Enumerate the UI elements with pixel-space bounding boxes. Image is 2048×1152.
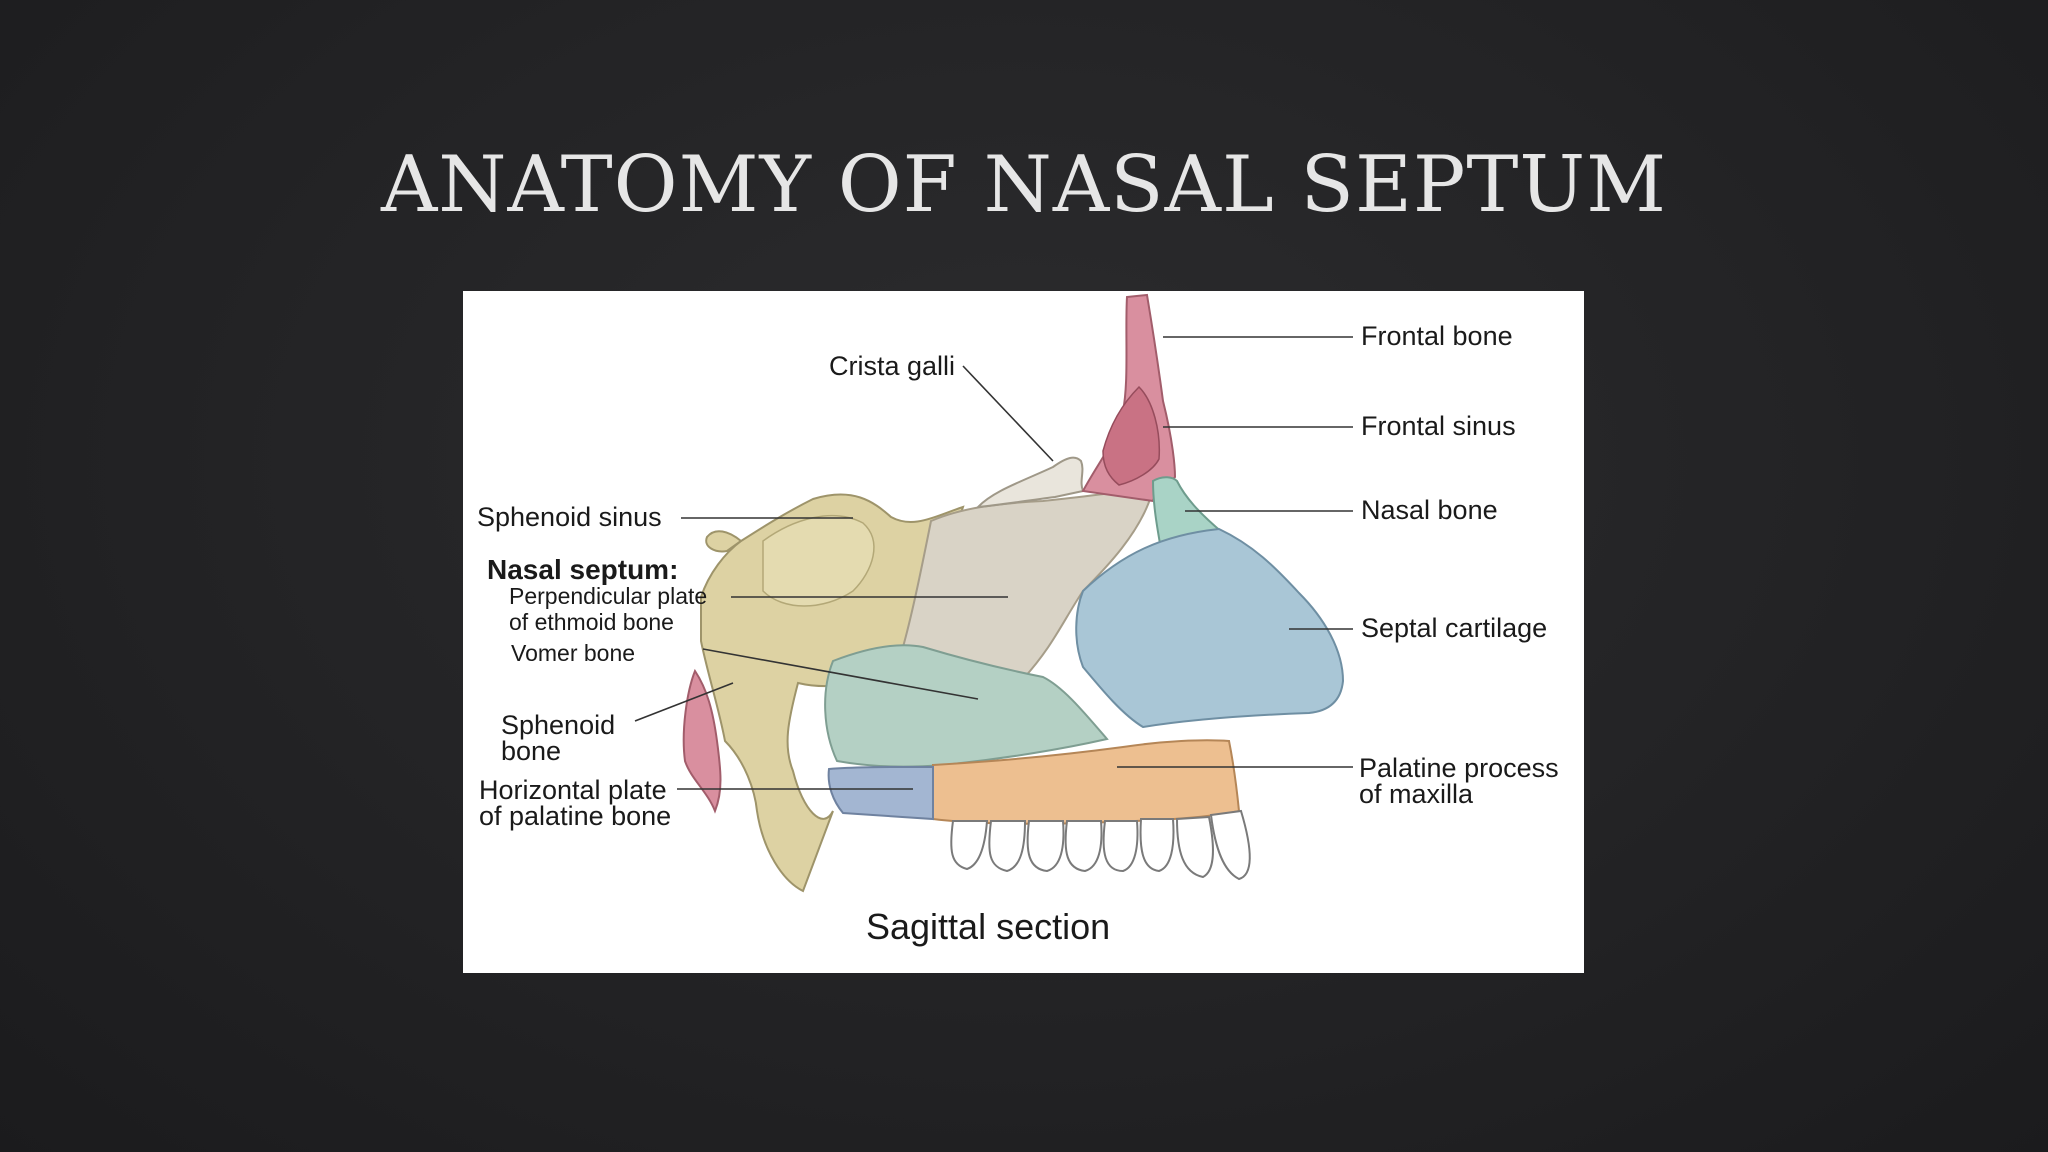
frontal-sinus-shape xyxy=(1102,385,1161,486)
label-vomer-bone: Vomer bone xyxy=(511,640,635,666)
label-septal-cartilage: Septal cartilage xyxy=(1361,613,1547,643)
label-frontal-sinus: Frontal sinus xyxy=(1361,411,1516,441)
vomer-shape xyxy=(824,644,1109,768)
diagram-caption: Sagittal section xyxy=(866,906,1110,947)
nasal-septum-diagram: Crista galli Frontal bone Frontal sinus … xyxy=(463,291,1584,973)
label-perpendicular-plate-line2: of ethmoid bone xyxy=(509,609,674,635)
label-palatine-process-line1: Palatine process xyxy=(1359,753,1559,783)
label-crista-galli: Crista galli xyxy=(829,351,955,381)
label-horizontal-plate-line1: Horizontal plate xyxy=(479,775,667,805)
label-sphenoid-bone-line2: bone xyxy=(501,736,561,766)
leader-lines xyxy=(634,336,1353,790)
label-nasal-septum-heading: Nasal septum: xyxy=(487,554,678,585)
label-perpendicular-plate-line1: Perpendicular plate xyxy=(509,583,707,609)
slide-title: ANATOMY OF NASAL SEPTUM xyxy=(380,140,1668,230)
label-nasal-bone: Nasal bone xyxy=(1361,495,1498,525)
label-horizontal-plate-line2: of palatine bone xyxy=(479,801,671,831)
crista-galli-shape xyxy=(975,456,1085,509)
label-frontal-bone: Frontal bone xyxy=(1361,321,1513,351)
horizontal-plate-palatine-shape xyxy=(827,766,934,821)
label-sphenoid-sinus: Sphenoid sinus xyxy=(477,502,662,532)
clinoid-process-shape xyxy=(705,530,743,553)
teeth-group xyxy=(950,809,1251,881)
sphenoid-pink-shape xyxy=(682,668,722,814)
septal-cartilage-shape xyxy=(1075,527,1345,729)
sagittal-section-illustration: Crista galli Frontal bone Frontal sinus … xyxy=(477,293,1559,947)
label-sphenoid-bone-line1: Sphenoid xyxy=(501,710,615,740)
label-palatine-process-line2: of maxilla xyxy=(1359,779,1474,809)
